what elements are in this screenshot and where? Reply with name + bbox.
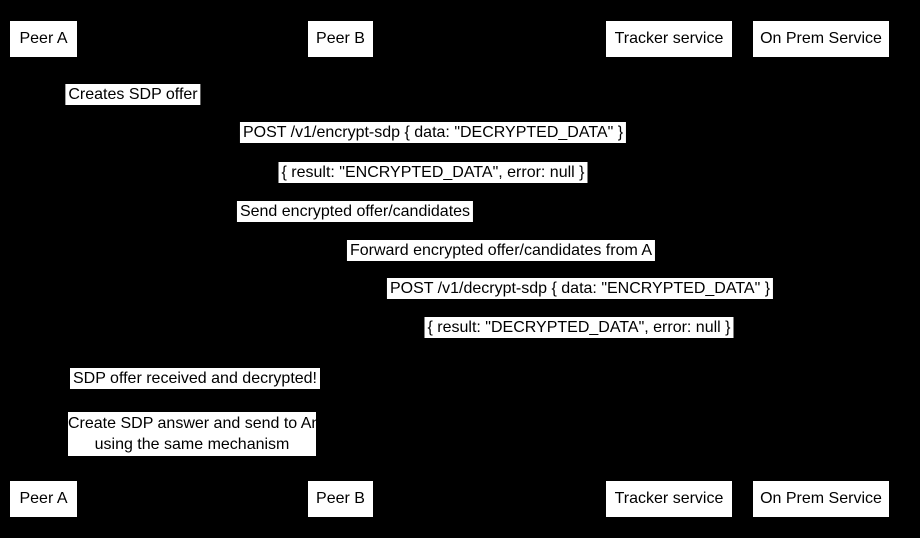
actor-bottom-tracker-service: Tracker service — [606, 481, 732, 517]
message-decrypt-result: { result: "DECRYPTED_DATA", error: null … — [424, 317, 734, 338]
message-sdp-offer-received: SDP offer received and decrypted! — [70, 368, 320, 389]
actor-top-on-prem-service: On Prem Service — [753, 21, 889, 57]
note-line-2: using the same mechanism — [94, 436, 290, 453]
note-line-1: Create SDP answer and send to An — [68, 415, 321, 432]
message-forward-encrypted-offer: Forward encrypted offer/candidates from … — [346, 240, 656, 261]
actor-top-peer-b: Peer B — [308, 21, 373, 57]
message-post-decrypt-sdp: POST /v1/decrypt-sdp { data: "ENCRYPTED_… — [386, 278, 774, 299]
lifeline-peer-b — [340, 58, 341, 481]
message-send-encrypted-offer: Send encrypted offer/candidates — [236, 201, 474, 222]
actor-bottom-on-prem-service: On Prem Service — [753, 481, 889, 517]
actor-bottom-peer-a: Peer A — [10, 481, 77, 517]
lifeline-peer-a — [43, 58, 44, 481]
note-create-sdp-answer: Create SDP answer and send to An using t… — [68, 412, 321, 456]
message-post-encrypt-sdp: POST /v1/encrypt-sdp { data: "DECRYPTED_… — [239, 122, 627, 143]
actor-bottom-peer-b: Peer B — [308, 481, 373, 517]
message-creates-sdp-offer: Creates SDP offer — [65, 84, 201, 105]
actor-top-peer-a: Peer A — [10, 21, 77, 57]
actor-top-tracker-service: Tracker service — [606, 21, 732, 57]
lifeline-tracker-service — [668, 58, 669, 481]
message-encrypt-result: { result: "ENCRYPTED_DATA", error: null … — [278, 162, 588, 183]
lifeline-on-prem-service — [821, 58, 822, 481]
